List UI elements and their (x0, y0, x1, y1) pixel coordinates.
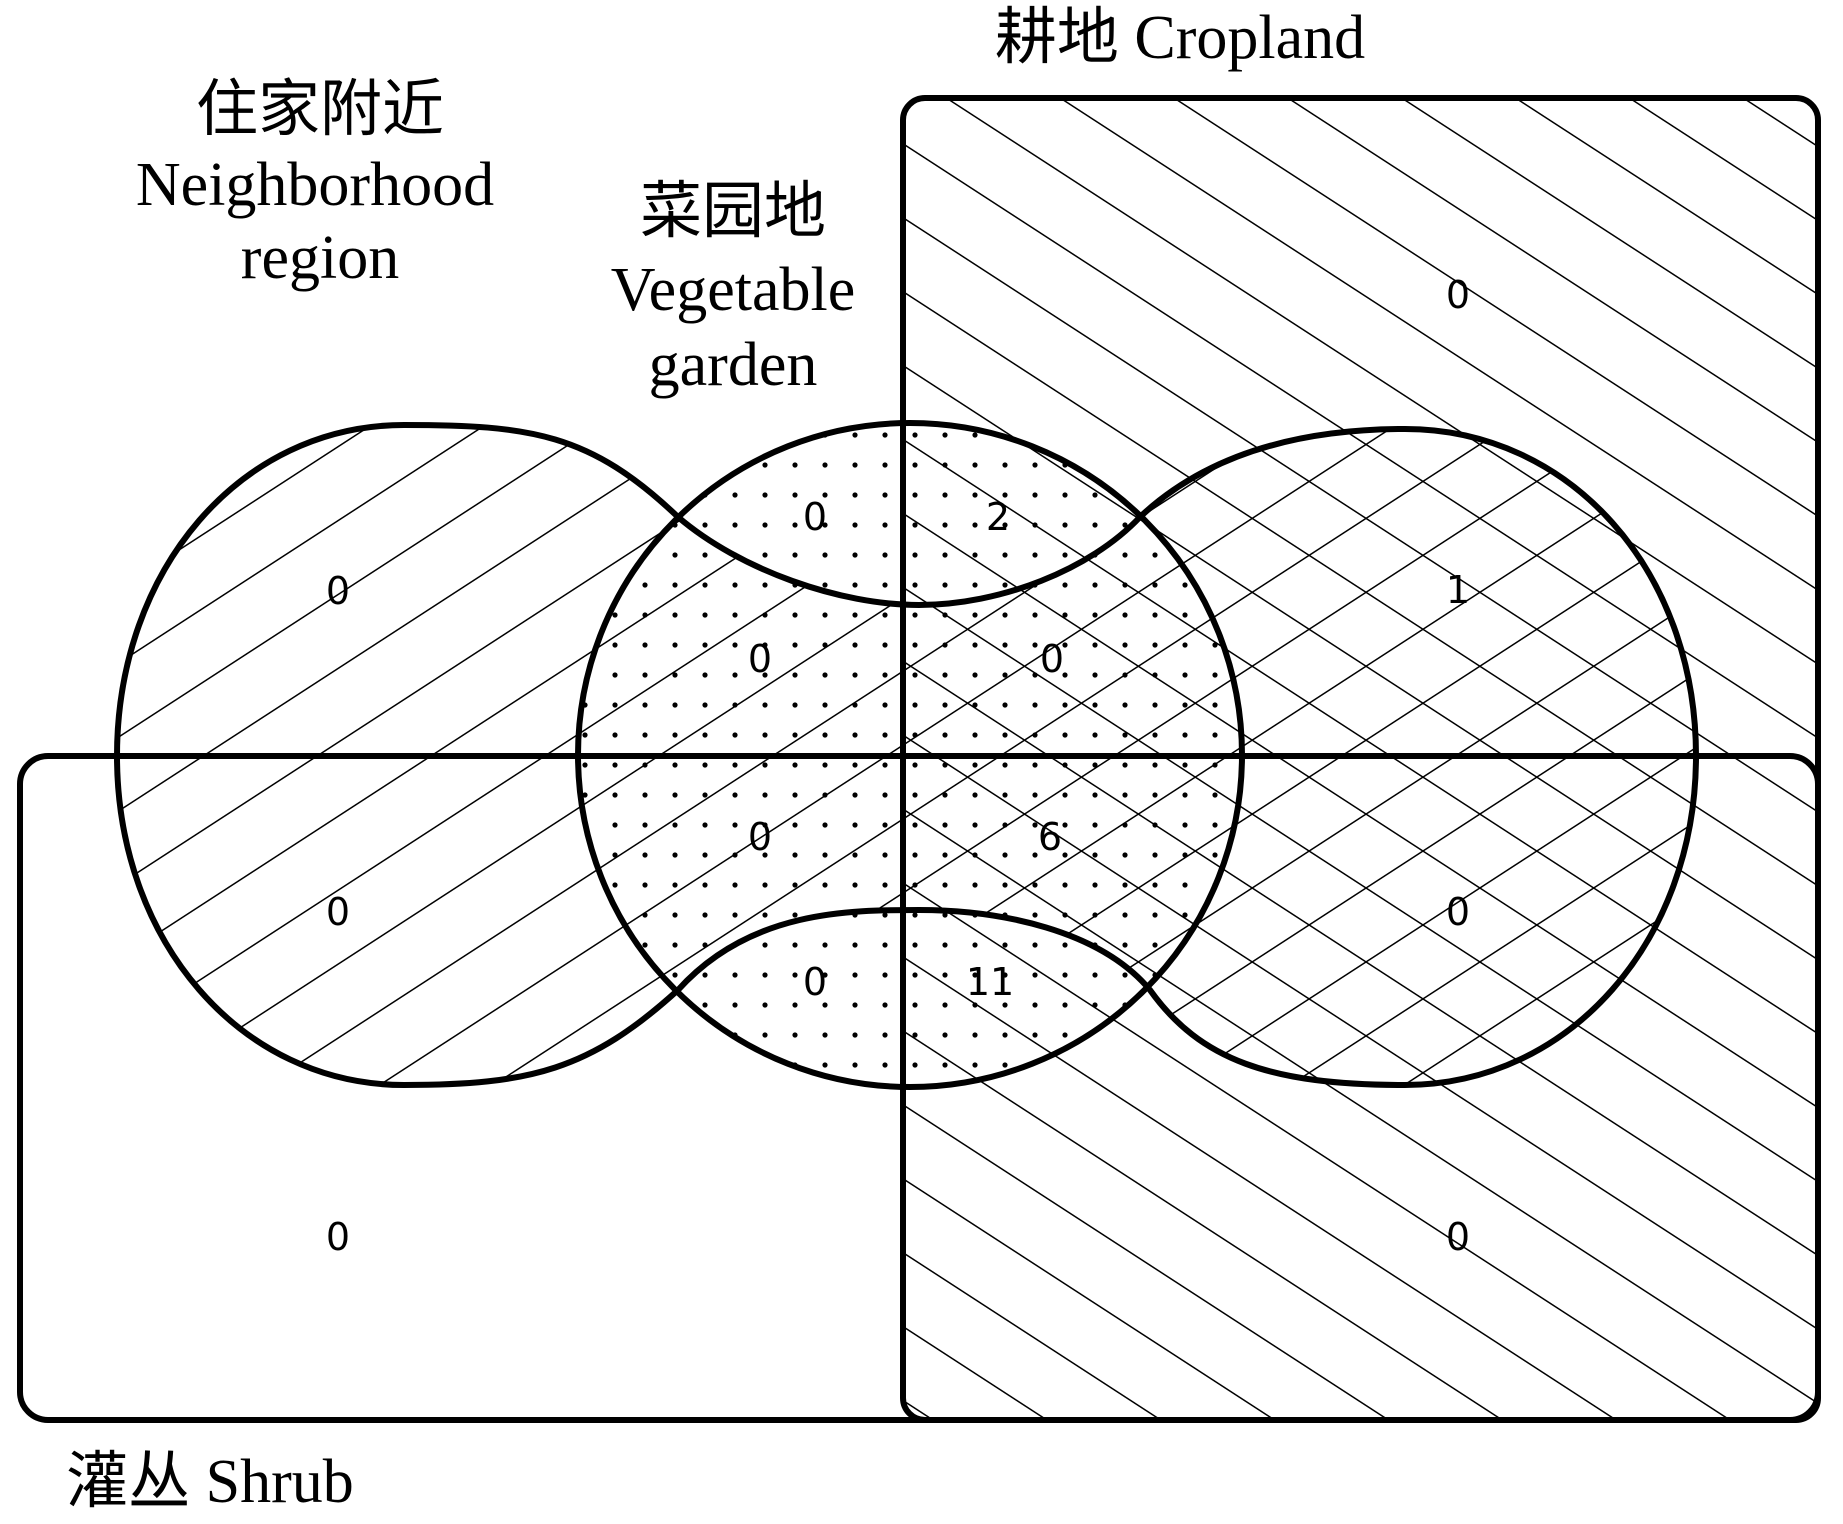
shrub-outline (17, 753, 1821, 1423)
count-cropland-only: 0 (1446, 273, 1470, 317)
shrub-label: 灌丛 Shrub (66, 1448, 354, 1516)
count-cropland-shrub: 0 (1446, 1215, 1470, 1259)
count-shrub-only: 0 (326, 1215, 350, 1259)
vegetable-garden-outline (575, 420, 1245, 1090)
vegetable-label-zh: 菜园地 (640, 178, 826, 246)
count-neighborhood-only: 0 (326, 569, 350, 613)
outlines (17, 95, 1821, 1423)
neighborhood-label-en2: region (241, 224, 399, 292)
neighborhood-region-outline (113, 421, 1700, 1089)
vegetable-label-en2: garden (649, 331, 818, 399)
count-cropland-neighborhood-shrub: 0 (1446, 890, 1470, 934)
neighborhood-label-en1: Neighborhood (136, 151, 494, 219)
count-neighborhood-vegetable-cropland: 0 (1040, 637, 1064, 681)
count-neighborhood-shrub: 0 (326, 890, 350, 934)
neighborhood-label-zh: 住家附近 (196, 76, 444, 144)
vegetable-label-en1: Vegetable (611, 256, 855, 324)
count-vegetable-cropland: 2 (986, 495, 1010, 539)
count-neighborhood-vegetable-shrub: 0 (748, 815, 772, 859)
count-all-four: 6 (1038, 815, 1062, 859)
count-vegetable-cropland-shrub: 11 (966, 960, 1014, 1004)
count-neighborhood-vegetable: 0 (748, 637, 772, 681)
count-cropland-neighborhood: 1 (1446, 568, 1470, 612)
count-vegetable-only: 0 (803, 495, 827, 539)
cropland-label: 耕地 Cropland (995, 4, 1365, 72)
count-vegetable-shrub: 0 (803, 960, 827, 1004)
